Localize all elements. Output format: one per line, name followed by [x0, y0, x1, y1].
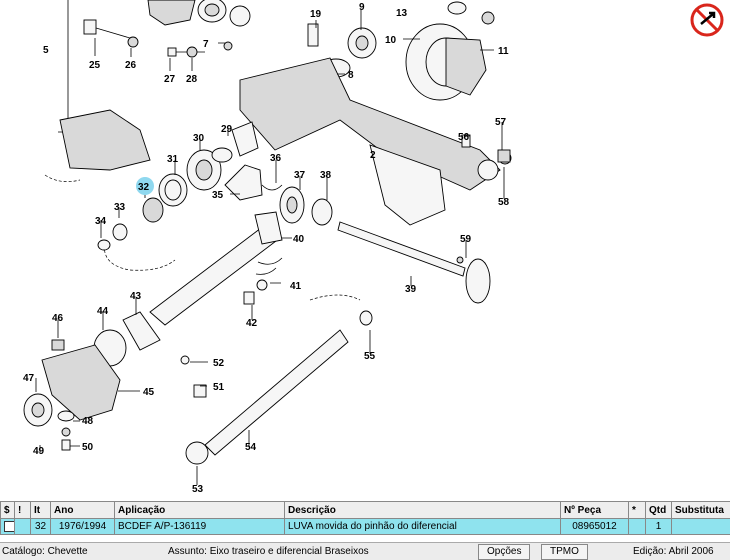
callout-41[interactable]: 41 — [290, 281, 302, 292]
callout-28[interactable]: 28 — [186, 74, 198, 85]
callout-55[interactable]: 55 — [364, 351, 376, 362]
parts-table: $ ! It Ano Aplicação Descrição Nº Peça *… — [0, 501, 730, 535]
cell-warning — [15, 519, 31, 535]
table-row[interactable]: 32 1976/1994 BCDEF A/P-136119 LUVA movid… — [1, 519, 730, 535]
callout-30[interactable]: 30 — [193, 133, 205, 144]
callout-51[interactable]: 51 — [213, 382, 225, 393]
callout-43[interactable]: 43 — [130, 291, 142, 302]
row-checkbox[interactable] — [4, 521, 15, 532]
callout-8[interactable]: 8 — [348, 70, 354, 81]
status-subject: Assunto: Eixo traseiro e diferencial Bra… — [168, 546, 369, 557]
col-header-part-number[interactable]: Nº Peça — [561, 502, 629, 519]
col-header-year[interactable]: Ano — [51, 502, 115, 519]
callout-27[interactable]: 27 — [164, 74, 176, 85]
col-header-price[interactable]: $ — [1, 502, 15, 519]
callout-33[interactable]: 33 — [114, 202, 126, 213]
callout-52[interactable]: 52 — [213, 358, 225, 369]
status-edition: Edição: Abril 2006 — [633, 546, 714, 557]
callout-29[interactable]: 29 — [221, 124, 233, 135]
callout-34[interactable]: 34 — [95, 216, 107, 227]
callout-47[interactable]: 47 — [23, 373, 35, 384]
callout-19[interactable]: 19 — [310, 9, 322, 20]
col-header-substitute[interactable]: Substituta — [672, 502, 730, 519]
callout-45[interactable]: 45 — [143, 387, 155, 398]
col-header-application[interactable]: Aplicação — [115, 502, 285, 519]
col-header-star[interactable]: * — [629, 502, 646, 519]
callout-44[interactable]: 44 — [97, 306, 109, 317]
col-header-description[interactable]: Descrição — [285, 502, 561, 519]
callout-56[interactable]: 56 — [458, 132, 470, 143]
col-header-item[interactable]: It — [31, 502, 51, 519]
col-header-warning[interactable]: ! — [15, 502, 31, 519]
col-header-qty[interactable]: Qtd — [646, 502, 672, 519]
callout-50[interactable]: 50 — [82, 442, 94, 453]
callout-11[interactable]: 11 — [498, 46, 509, 57]
cell-year: 1976/1994 — [51, 519, 115, 535]
callout-26[interactable]: 26 — [125, 60, 137, 71]
callout-35[interactable]: 35 — [212, 190, 224, 201]
no-navigation-icon[interactable] — [687, 2, 727, 38]
cell-substitute — [672, 519, 730, 535]
callout-57[interactable]: 57 — [495, 117, 507, 128]
callout-58[interactable]: 58 — [498, 197, 510, 208]
callout-39[interactable]: 39 — [405, 284, 417, 295]
callout-38[interactable]: 38 — [320, 170, 332, 181]
cell-description: LUVA movida do pinhão do diferencial — [285, 519, 561, 535]
row-checkbox-cell[interactable] — [1, 519, 15, 535]
callout-9[interactable]: 9 — [359, 2, 365, 13]
callout-59[interactable]: 59 — [460, 234, 472, 245]
tpmo-button[interactable]: TPMO — [541, 544, 588, 560]
callout-13[interactable]: 13 — [396, 8, 408, 19]
callout-31[interactable]: 31 — [167, 154, 179, 165]
callout-40[interactable]: 40 — [293, 234, 305, 245]
callout-36[interactable]: 36 — [270, 153, 282, 164]
callout-37[interactable]: 37 — [294, 170, 306, 181]
cell-star — [629, 519, 646, 535]
callout-32[interactable]: 32 — [138, 182, 150, 193]
callout-53[interactable]: 53 — [192, 484, 204, 495]
status-catalog: Catálogo: Chevette — [2, 546, 88, 557]
cell-application: BCDEF A/P-136119 — [115, 519, 285, 535]
callout-48[interactable]: 48 — [82, 416, 94, 427]
callout-54[interactable]: 54 — [245, 442, 257, 453]
callout-2[interactable]: 2 — [370, 150, 376, 161]
callout-42[interactable]: 42 — [246, 318, 258, 329]
callout-5[interactable]: 5 — [43, 45, 49, 56]
callout-10[interactable]: 10 — [385, 35, 397, 46]
callout-25[interactable]: 25 — [89, 60, 101, 71]
status-bar: Catálogo: Chevette Assunto: Eixo traseir… — [0, 542, 730, 560]
cell-part-number: 08965012 — [561, 519, 629, 535]
exploded-parts-diagram[interactable]: 5 25 26 27 28 7 19 9 13 10 11 8 29 30 31… — [0, 0, 730, 500]
options-button[interactable]: Opções — [478, 544, 530, 560]
cell-item: 32 — [31, 519, 51, 535]
table-header-row: $ ! It Ano Aplicação Descrição Nº Peça *… — [1, 502, 730, 519]
callout-46[interactable]: 46 — [52, 313, 64, 324]
callout-49[interactable]: 49 — [33, 446, 45, 457]
callout-7[interactable]: 7 — [203, 39, 209, 50]
cell-qty: 1 — [646, 519, 672, 535]
